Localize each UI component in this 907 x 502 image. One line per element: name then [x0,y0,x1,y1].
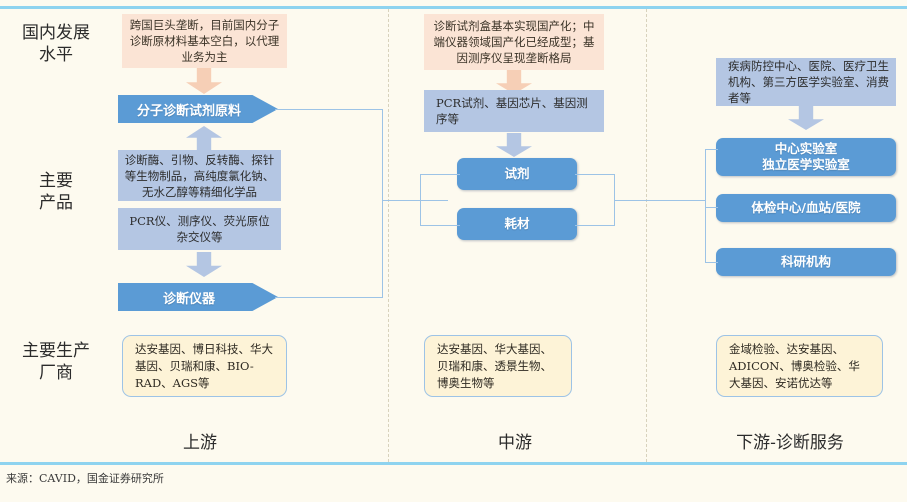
connector-upstream-top [275,109,383,110]
downstream-manufacturers-card: 金域检验、达安基因、ADICON、博奥检验、华大基因、安诺优达等 [716,335,883,397]
connector-midstream-to-downstream [614,200,705,201]
stage-label-downstream: 下游-诊断服务 [736,433,844,453]
column-divider-upstream-midstream [388,9,389,462]
midstream-down-arrow-icon [496,133,532,157]
connector-downstream-branch-3 [705,262,718,263]
connector-mid-left-vertical [420,174,421,226]
connector-downstream-branch-1 [705,149,718,150]
midstream-box-reagent: 试剂 [457,158,577,190]
downstream-box-central-lab: 中心实验室 独立医学实验室 [716,138,896,176]
connector-mid-right-top [575,174,615,175]
connector-upstream-to-midstream [382,200,448,201]
connector-mid-left-top [420,174,460,175]
downstream-box-checkup: 体检中心/血站/医院 [716,194,896,222]
row-label-main-products: 主要 产品 [39,171,73,213]
connector-upstream-vertical [382,109,383,298]
midstream-product-note: PCR试剂、基因芯片、基因测序等 [424,90,604,132]
upstream-chevron-instrument: 诊断仪器 [118,283,278,311]
downstream-box-research: 科研机构 [716,248,896,276]
upstream-up-arrow-icon [186,126,222,152]
downstream-status-note: 疾病防控中心、医院、医疗卫生机构、第三方医学实验室、消费者等 [716,58,896,106]
upstream-product-reagents: 诊断酶、引物、反转酶、探针等生物制品，高纯度氯化钠、无水乙醇等精细化学品 [118,150,281,201]
stage-label-upstream: 上游 [183,433,217,453]
stage-label-midstream: 中游 [498,433,532,453]
upstream-down-arrow-icon [186,252,222,277]
column-divider-midstream-downstream [646,9,647,462]
connector-downstream-vertical [705,149,706,263]
downstream-down-arrow-icon [788,106,824,130]
upstream-product-instruments: PCR仪、测序仪、荧光原位杂交仪等 [118,208,281,250]
connector-upstream-bottom [275,297,383,298]
top-rule [0,6,907,9]
upstream-manufacturers-card: 达安基因、博日科技、华大基因、贝瑞和康、BIO-RAD、AGS等 [122,335,287,397]
upstream-status-note: 跨国巨头垄断，目前国内分子诊断原材料基本空白，以代理业务为主 [122,14,287,68]
connector-mid-right-bottom [575,225,615,226]
connector-downstream-branch-2 [705,207,718,208]
upstream-chevron-raw-material: 分子诊断试剂原料 [118,95,278,123]
row-label-main-manufacturers: 主要生产 厂商 [22,341,90,383]
midstream-manufacturers-card: 达安基因、华大基因、贝瑞和康、透景生物、博奥生物等 [424,335,572,397]
connector-mid-left-bottom [420,225,460,226]
row-label-development-level: 国内发展 水平 [22,23,90,65]
source-note: 来源：CAVID，国金证券研究所 [6,472,164,485]
midstream-box-consumable: 耗材 [457,208,577,240]
upstream-status-down-arrow-icon [186,68,222,94]
bottom-rule [0,462,907,465]
midstream-status-note: 诊断试剂盒基本实现国产化；中端仪器领域国产化已经成型；基因测序仪呈现垄断格局 [424,14,604,70]
